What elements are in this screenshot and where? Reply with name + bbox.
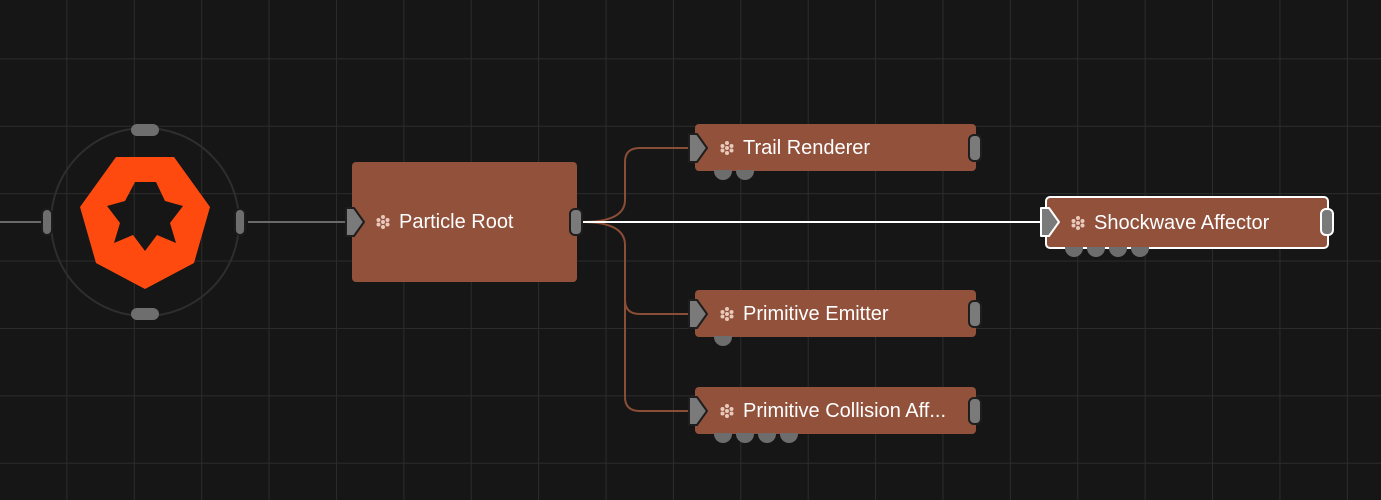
node-primitive-collision-affector[interactable]: Primitive Collision Aff... (695, 387, 976, 434)
logo-left-port[interactable] (41, 208, 53, 236)
primitive-emitter-slots (714, 336, 732, 346)
node-trail-renderer[interactable]: Trail Renderer (695, 124, 976, 171)
slot-port[interactable] (736, 170, 754, 180)
slot-port[interactable] (1109, 247, 1127, 257)
logo-top-port[interactable] (131, 124, 159, 136)
logo-bottom-port[interactable] (131, 308, 159, 320)
node-label: Particle Root (399, 211, 514, 233)
particle-cluster-icon (376, 215, 390, 229)
particle-cluster-icon (720, 307, 734, 321)
slot-port[interactable] (736, 433, 754, 443)
slot-port[interactable] (1087, 247, 1105, 257)
wire-root-branch (581, 147, 694, 223)
logo-node[interactable] (48, 124, 242, 320)
particle-cluster-icon (720, 404, 734, 418)
particle-cluster-icon (720, 141, 734, 155)
primitive-collision-input-port[interactable] (687, 395, 709, 427)
trail-renderer-output-port[interactable] (968, 134, 982, 162)
trail-renderer-slots (714, 170, 754, 180)
node-primitive-emitter[interactable]: Primitive Emitter (695, 290, 976, 337)
trail-renderer-input-port[interactable] (687, 132, 709, 164)
shockwave-affector-input-port[interactable] (1039, 206, 1061, 238)
node-label: Primitive Emitter (743, 303, 889, 325)
particle-root-input-port[interactable] (344, 206, 366, 238)
primitive-collision-slots (714, 433, 798, 443)
slot-port[interactable] (714, 170, 732, 180)
slot-port[interactable] (780, 433, 798, 443)
shockwave-affector-slots (1065, 247, 1149, 257)
wire-root-to-emitter (581, 221, 694, 315)
slot-port[interactable] (714, 433, 732, 443)
slot-port[interactable] (1065, 247, 1083, 257)
wire-root-to-collision (624, 300, 694, 412)
node-shockwave-affector[interactable]: Shockwave Affector (1045, 196, 1329, 249)
primitive-collision-output-port[interactable] (968, 397, 982, 425)
node-particle-root[interactable]: Particle Root (352, 162, 577, 282)
slot-port[interactable] (758, 433, 776, 443)
shockwave-affector-output-port[interactable] (1320, 208, 1334, 236)
particle-root-output-port[interactable] (569, 208, 583, 236)
node-label: Primitive Collision Aff... (743, 400, 947, 422)
slot-port[interactable] (714, 336, 732, 346)
node-label: Shockwave Affector (1094, 212, 1270, 234)
primitive-emitter-input-port[interactable] (687, 298, 709, 330)
primitive-emitter-output-port[interactable] (968, 300, 982, 328)
slot-port[interactable] (1131, 247, 1149, 257)
particle-cluster-icon (1071, 216, 1085, 230)
node-label: Trail Renderer (743, 137, 871, 159)
effect-graph-logo-icon (80, 157, 210, 289)
logo-right-port[interactable] (234, 208, 246, 236)
